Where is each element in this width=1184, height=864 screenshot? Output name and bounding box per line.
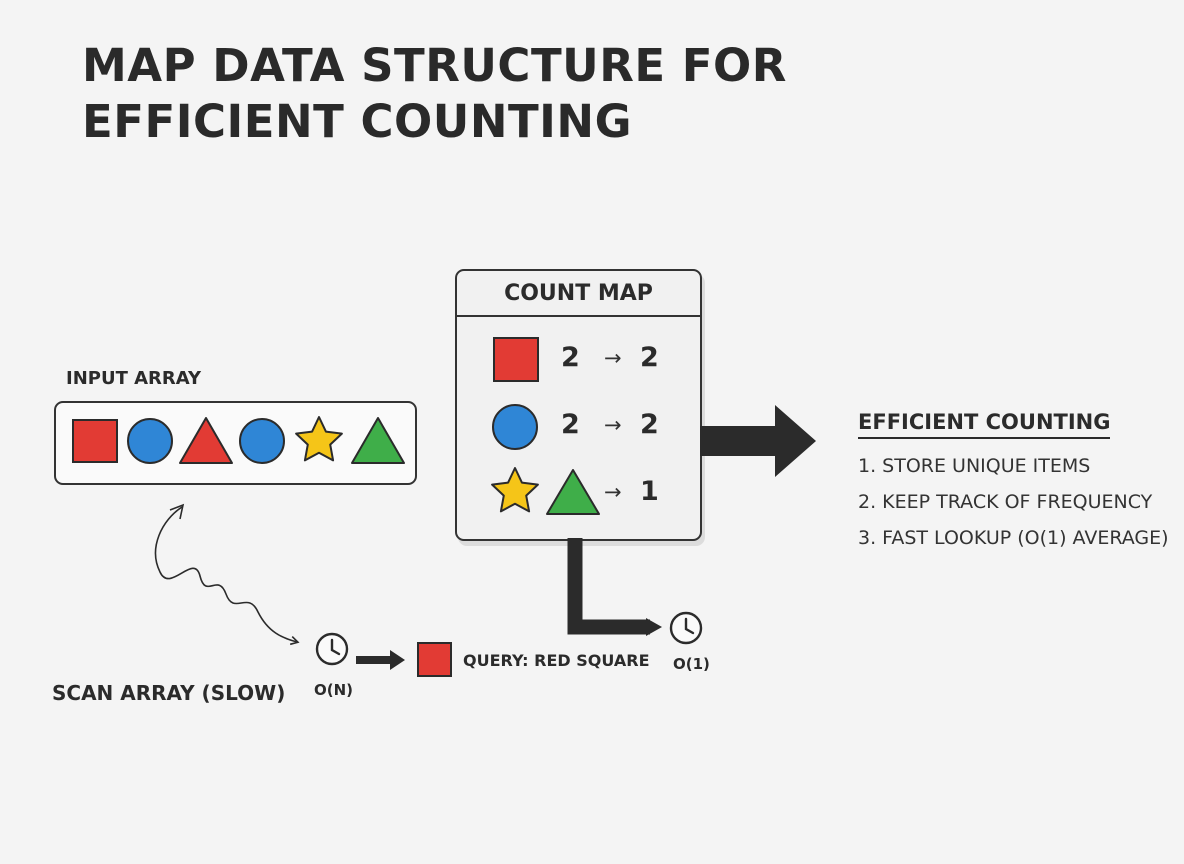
map-row-2-result: 2 xyxy=(640,409,659,440)
green-triangle-icon xyxy=(351,417,405,464)
map-row-2-arrow: → xyxy=(604,413,622,437)
map-lookup-complexity: O(1) xyxy=(673,655,710,673)
green-triangle-icon xyxy=(546,469,600,515)
yellow-star-icon xyxy=(491,467,539,513)
page-title: MAP DATA STRUCTURE FOR EFFICIENT COUNTIN… xyxy=(82,39,787,148)
map-row-3-result: 1 xyxy=(640,476,659,507)
efficient-item-2: 2. KEEP TRACK OF FREQUENCY xyxy=(858,491,1153,513)
scan-array-label: SCAN ARRAY (SLOW) xyxy=(52,681,286,705)
clock-icon xyxy=(315,632,349,666)
input-array-shapes xyxy=(72,416,405,464)
count-map-shapes xyxy=(491,337,600,515)
red-triangle-icon xyxy=(179,417,233,464)
query-label: QUERY: RED SQUARE xyxy=(463,651,650,670)
blue-circle-icon xyxy=(239,418,285,464)
red-square-icon xyxy=(493,337,539,382)
red-square-icon xyxy=(72,419,118,463)
squiggly-arrow-head-icon xyxy=(169,503,185,520)
efficient-item-3: 3. FAST LOOKUP (O(1) AVERAGE) xyxy=(858,527,1169,549)
efficient-counting-title: EFFICIENT COUNTING xyxy=(858,410,1111,439)
scan-complexity: O(N) xyxy=(314,681,354,699)
count-map-title: COUNT MAP xyxy=(457,271,700,317)
query-arrow-head-icon xyxy=(390,650,405,670)
red-square-icon xyxy=(417,642,452,677)
lookup-elbow-arrow xyxy=(567,538,650,635)
efficient-item-1: 1. STORE UNIQUE ITEMS xyxy=(858,455,1091,477)
map-row-3-arrow: → xyxy=(604,480,622,504)
lookup-arrow-head-icon xyxy=(646,618,662,636)
query-arrow-shaft xyxy=(356,656,392,664)
map-row-2-count: 2 xyxy=(561,409,580,440)
map-row-1-count: 2 xyxy=(561,342,580,373)
map-row-1-result: 2 xyxy=(640,342,659,373)
blue-circle-icon xyxy=(492,404,538,450)
input-array-label: INPUT ARRAY xyxy=(66,368,202,389)
clock-icon xyxy=(669,611,703,645)
blue-circle-icon xyxy=(127,418,173,464)
squiggly-scan-arrow xyxy=(154,506,300,646)
input-array-box xyxy=(54,401,417,485)
big-right-arrow-icon xyxy=(700,405,816,477)
yellow-star-icon xyxy=(295,416,343,462)
map-row-1-arrow: → xyxy=(604,346,622,370)
